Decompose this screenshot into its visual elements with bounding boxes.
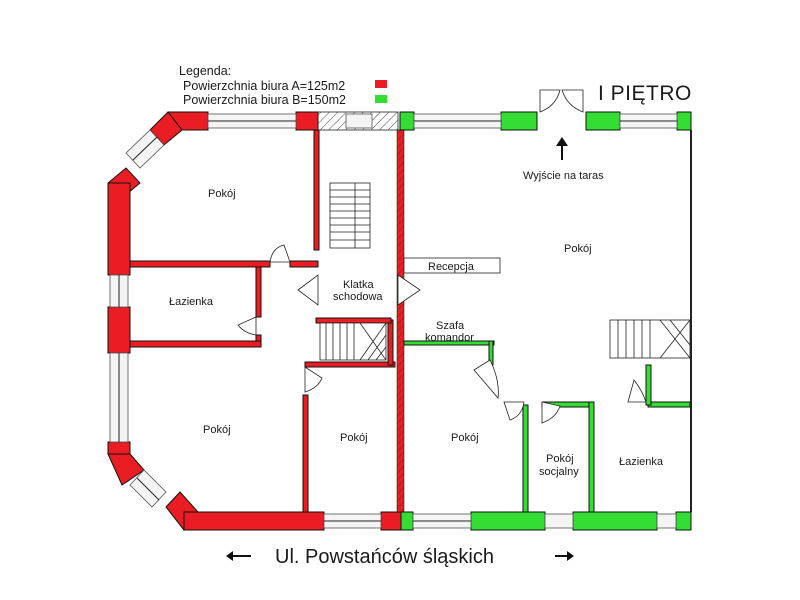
wall-b-top-1 <box>399 111 415 131</box>
room-szafa-line1: Szafa <box>436 320 465 332</box>
wall-a-laz-right <box>255 266 262 318</box>
room-pokoj-big-right: Pokój <box>564 243 592 255</box>
office-b-walls <box>399 111 692 531</box>
room-recepcja: Recepcja <box>428 261 475 273</box>
wall-a-boundary <box>396 129 405 513</box>
wall-a-int-1 <box>129 260 271 268</box>
legend-title: Legenda: <box>179 64 231 78</box>
legend: Legenda: Powierzchnia biura A=125m2 Powi… <box>179 64 387 107</box>
room-pokoj-right-bottom: Pokój <box>451 432 479 444</box>
wall-a-top-2 <box>295 111 319 131</box>
room-labels: Pokój Łazienka Pokój Pokój Klatka schodo… <box>169 170 664 478</box>
wall-a-int-2 <box>289 260 319 268</box>
window-stairwell <box>345 113 373 129</box>
room-socjalny-line1: Pokój <box>546 453 574 465</box>
wall-b-right <box>690 130 692 512</box>
wall-a-left-2 <box>107 306 131 354</box>
floor-title: I PIĘTRO <box>598 82 692 105</box>
wall-b-laz-top <box>647 401 691 408</box>
wall-a-stair-left <box>313 129 320 251</box>
office-a-internal-walls <box>129 129 405 513</box>
legend-swatch-a <box>375 80 387 88</box>
wall-a-stair-right <box>387 319 394 366</box>
wall-b-soc-right <box>588 401 595 513</box>
window-b-bottom-2 <box>544 513 574 529</box>
street-label: Ul. Powstańców śląskich <box>275 546 494 568</box>
wall-a-pokoj-top <box>304 361 396 368</box>
wall-b-bottom-2 <box>470 511 546 531</box>
wall-b-szafa-bottom <box>403 340 495 346</box>
office-a-windows <box>109 113 382 529</box>
room-pokoj-bottom-left: Pokój <box>203 424 231 436</box>
main-stairs <box>319 182 387 361</box>
wall-a-stair-bottom <box>315 317 392 324</box>
wall-a-pokoj-left <box>302 394 309 513</box>
room-pokoj-middle: Pokój <box>340 432 368 444</box>
wall-b-bottom-1 <box>400 511 414 531</box>
wall-a-bottom-1 <box>183 511 325 531</box>
wall-b-bottom-3 <box>572 511 658 531</box>
arrow-right-icon <box>567 551 574 561</box>
wall-a-bottom-2 <box>380 511 402 531</box>
legend-item-b-label: Powierzchnia biura B=150m2 <box>183 93 346 107</box>
exit-label: Wyjście na taras <box>523 170 604 182</box>
recepcja-box <box>403 257 501 274</box>
wall-a-left-1 <box>107 182 131 276</box>
room-szafa-line2: komandor <box>425 332 474 344</box>
room-socjalny-line2: socjalny <box>539 466 579 478</box>
room-lazienka-right: Łazienka <box>619 456 664 468</box>
street-label-group: Ul. Powstańców śląskich <box>226 546 574 568</box>
legend-item-a-label: Powierzchnia biura A=125m2 <box>183 79 345 93</box>
arrow-left-icon <box>226 551 233 561</box>
wall-b-stairs-wall <box>645 364 652 406</box>
wall-b-soc-left <box>522 404 529 513</box>
room-klatka-line2: schodowa <box>333 291 383 303</box>
room-pokoj-top-left: Pokój <box>208 188 236 200</box>
room-lazienka-left: Łazienka <box>169 296 214 308</box>
window-b-bottom-3 <box>656 513 677 529</box>
wall-a-laz-bottom <box>129 340 262 348</box>
exit-arrow-icon <box>556 137 568 160</box>
right-stairs <box>609 319 691 359</box>
wall-b-top-4 <box>676 111 692 131</box>
doors <box>237 89 647 424</box>
wall-b-top-3 <box>585 111 621 131</box>
wall-a-left-3 <box>107 441 131 455</box>
legend-swatch-b <box>375 95 387 103</box>
room-klatka-line1: Klatka <box>343 279 374 291</box>
wall-b-bottom-4 <box>675 511 692 531</box>
wall-b-top-2 <box>500 111 538 131</box>
office-b-internal-walls <box>403 340 691 513</box>
